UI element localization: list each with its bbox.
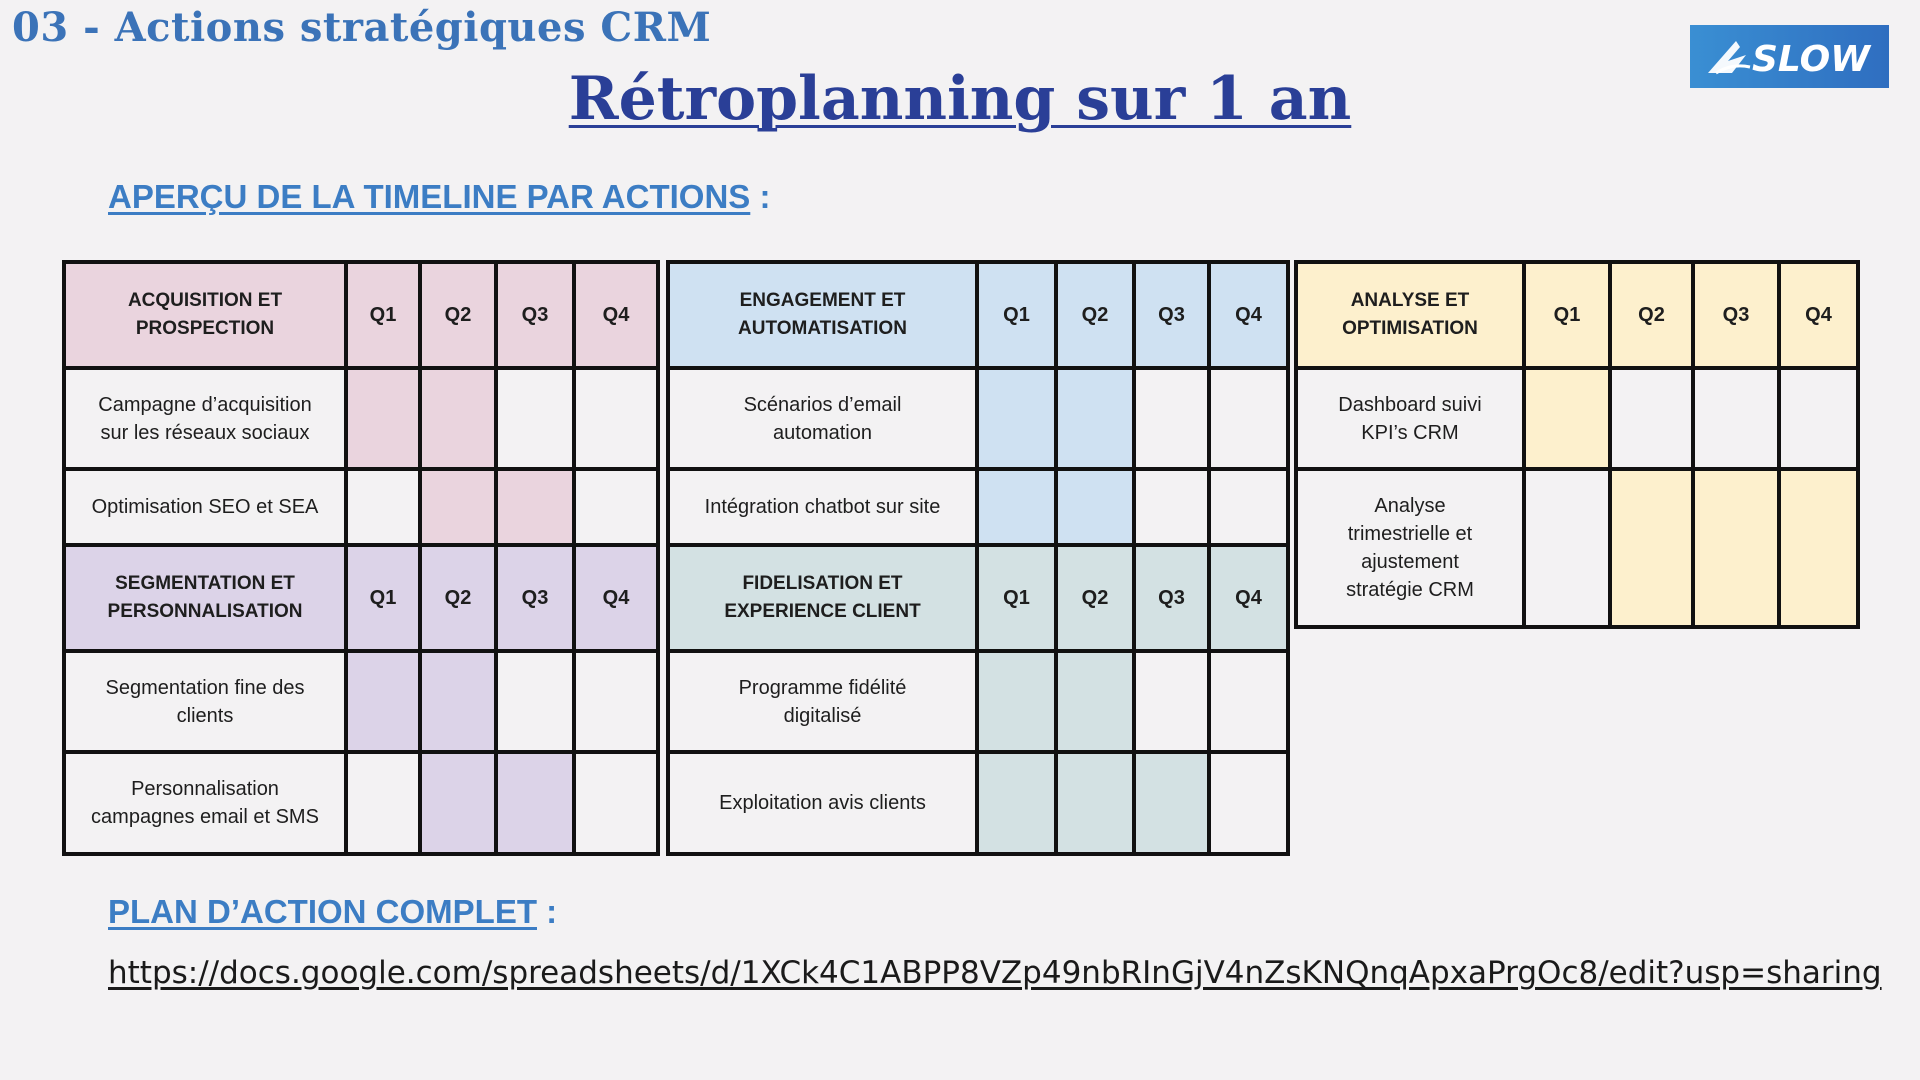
quarter-header: Q1 — [1522, 260, 1612, 370]
quarter-cell — [494, 366, 576, 471]
quarter-header: Q4 — [1207, 543, 1290, 653]
quarter-header: Q1 — [975, 543, 1058, 653]
quarter-cell-active — [1132, 750, 1211, 856]
quarter-cell-active — [494, 750, 576, 856]
plan-spreadsheet-link[interactable]: https://docs.google.com/spreadsheets/d/1… — [108, 955, 1882, 991]
quarter-cell-active — [418, 750, 498, 856]
quarter-header: Q3 — [1691, 260, 1781, 370]
quarter-header: Q4 — [572, 543, 660, 653]
quarter-cell-active — [1054, 649, 1136, 754]
timeline-heading-text: APERÇU DE LA TIMELINE PAR ACTIONS — [108, 178, 751, 215]
quarter-cell-active — [1777, 467, 1860, 629]
quarter-cell — [1207, 750, 1290, 856]
quarter-header: Q3 — [1132, 543, 1211, 653]
quarter-cell — [1207, 366, 1290, 471]
action-label: Exploitation avis clients — [666, 750, 979, 856]
quarter-cell — [1132, 649, 1211, 754]
quarter-cell-active — [975, 649, 1058, 754]
quarter-cell — [1207, 649, 1290, 754]
quarter-header: Q1 — [344, 260, 422, 370]
slow-logo: SLOW — [1690, 25, 1889, 88]
section-label: 03 - Actions stratégiques CRM — [12, 4, 712, 51]
timeline-heading: APERÇU DE LA TIMELINE PAR ACTIONS : — [108, 178, 770, 216]
quarter-header: Q3 — [494, 543, 576, 653]
quarter-header: Q1 — [975, 260, 1058, 370]
plan-heading-text: PLAN D’ACTION COMPLET — [108, 893, 537, 930]
action-label: Optimisation SEO et SEA — [62, 467, 348, 547]
plan-heading-suffix: : — [536, 893, 558, 930]
quarter-header: Q4 — [1777, 260, 1860, 370]
quarter-cell — [1608, 366, 1695, 471]
quarter-cell-active — [494, 467, 576, 547]
page-title-text: Rétroplanning sur 1 an — [568, 64, 1352, 134]
timeline-heading-suffix: : — [750, 178, 771, 215]
quarter-cell — [494, 649, 576, 754]
quarter-cell-active — [418, 366, 498, 471]
quarter-cell-active — [975, 750, 1058, 856]
quarter-cell — [1522, 467, 1612, 629]
quarter-header: Q2 — [1054, 260, 1136, 370]
quarter-cell-active — [1691, 467, 1781, 629]
quarter-cell — [1132, 366, 1211, 471]
quarter-header: Q4 — [572, 260, 660, 370]
quarter-cell-active — [1054, 366, 1136, 471]
quarter-header: Q3 — [494, 260, 576, 370]
slow-logo-mark: SLOW — [1708, 39, 1872, 80]
quarter-cell-active — [975, 366, 1058, 471]
page-title: Rétroplanning sur 1 an — [0, 64, 1920, 134]
quarter-header: Q2 — [1608, 260, 1695, 370]
quarter-cell — [1777, 366, 1860, 471]
quarter-header: Q2 — [418, 543, 498, 653]
quarter-header: Q3 — [1132, 260, 1211, 370]
quarter-cell-active — [975, 467, 1058, 547]
quarter-cell — [572, 649, 660, 754]
quarter-cell — [572, 366, 660, 471]
quarter-cell-active — [344, 366, 422, 471]
quarter-header: Q2 — [418, 260, 498, 370]
quarter-cell — [572, 467, 660, 547]
quarter-cell-active — [344, 649, 422, 754]
quarter-cell-active — [1608, 467, 1695, 629]
quarter-cell — [1132, 467, 1211, 547]
quarter-cell-active — [1054, 750, 1136, 856]
action-label: Intégration chatbot sur site — [666, 467, 979, 547]
quarter-cell-active — [1522, 366, 1612, 471]
quarter-cell — [572, 750, 660, 856]
quarter-cell-active — [1054, 467, 1136, 547]
quarter-cell-active — [418, 649, 498, 754]
quarter-header: Q2 — [1054, 543, 1136, 653]
quarter-header: Q1 — [344, 543, 422, 653]
quarter-cell-active — [418, 467, 498, 547]
quarter-cell — [344, 467, 422, 547]
plan-heading: PLAN D’ACTION COMPLET : — [108, 893, 557, 931]
logo-text: SLOW — [1752, 39, 1872, 80]
quarter-header: Q4 — [1207, 260, 1290, 370]
quarter-cell — [1207, 467, 1290, 547]
quarter-cell — [1691, 366, 1781, 471]
quarter-cell — [344, 750, 422, 856]
